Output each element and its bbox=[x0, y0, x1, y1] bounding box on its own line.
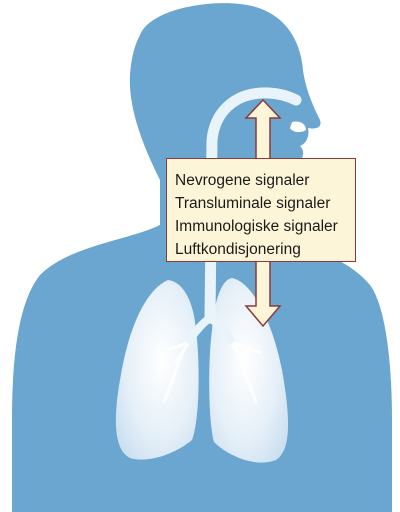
right-lung bbox=[209, 278, 289, 463]
label-immunologiske: Immunologiske signaler bbox=[175, 218, 338, 235]
main-bronchi bbox=[186, 314, 234, 344]
airway bbox=[204, 87, 302, 324]
label-transluminale: Transluminale signaler bbox=[175, 195, 331, 212]
mouth-opening bbox=[290, 121, 306, 133]
left-lung bbox=[115, 280, 199, 460]
label-luftkondisjonering: Luftkondisjonering bbox=[175, 241, 301, 258]
signal-label-box: Nevrogene signaler Transluminale signale… bbox=[166, 158, 356, 262]
label-nevrogene: Nevrogene signaler bbox=[175, 172, 310, 189]
